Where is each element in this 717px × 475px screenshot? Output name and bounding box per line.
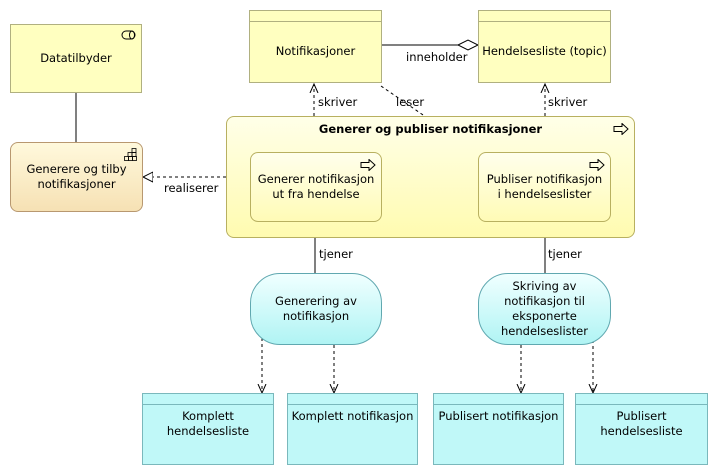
process-arrow-icon: [613, 123, 629, 135]
generere-tilby-label: Generere og tilby notifikasjoner: [26, 162, 127, 191]
skriving-service[interactable]: Skriving av notifikasjon til eksponerte …: [478, 273, 611, 345]
komplett-notifikasjon-element[interactable]: Komplett notifikasjon: [287, 393, 418, 465]
publiser-notifikasjon-label: Publiser notifikasjon i hendelseslister: [486, 172, 603, 201]
header-band: [288, 394, 417, 405]
komplett-hendelsesliste-element[interactable]: Komplett hendelsesliste: [142, 393, 274, 465]
realiserer-label: realiserer: [164, 181, 219, 195]
header-band: [576, 394, 707, 405]
process-arrow-icon: [360, 159, 376, 171]
generer-notifikasjon-process[interactable]: Generer notifikasjon ut fra hendelse: [250, 152, 382, 222]
skriver-left-label: skriver: [318, 95, 358, 109]
header-band: [434, 394, 563, 405]
publisert-notifikasjon-label: Publisert notifikasjon: [438, 409, 559, 423]
role-icon: [121, 30, 136, 40]
aggregation-diamond: [456, 39, 480, 51]
komplett-hendelsesliste-label: Komplett hendelsesliste: [166, 409, 250, 438]
process-arrow-icon: [589, 159, 605, 171]
hendelsesliste-label: Hendelsesliste (topic): [482, 44, 607, 58]
group-title: Generer og publiser notifikasjoner: [318, 122, 543, 136]
notifikasjoner-element[interactable]: Notifikasjoner: [249, 10, 382, 83]
inneholder-label: inneholder: [406, 50, 468, 64]
publisert-notifikasjon-element[interactable]: Publisert notifikasjon: [433, 393, 564, 465]
header-band: [479, 11, 610, 22]
tjener-left-label: tjener: [319, 247, 353, 261]
header-band: [250, 11, 381, 22]
publiser-notifikasjon-process[interactable]: Publiser notifikasjon i hendelseslister: [478, 152, 611, 222]
tjener-right-label: tjener: [548, 247, 582, 261]
datatilbyder-label: Datatilbyder: [40, 51, 112, 65]
komplett-notifikasjon-label: Komplett notifikasjon: [291, 409, 414, 423]
generering-service-label: Generering av notifikasjon: [275, 294, 357, 323]
publisert-hendelsesliste-label: Publisert hendelsesliste: [600, 409, 683, 438]
generer-notifikasjon-label: Generer notifikasjon ut fra hendelse: [257, 172, 375, 201]
hendelsesliste-element[interactable]: Hendelsesliste (topic): [478, 10, 611, 83]
datatilbyder-element[interactable]: Datatilbyder: [10, 24, 142, 93]
generering-service[interactable]: Generering av notifikasjon: [250, 273, 382, 345]
publisert-hendelsesliste-element[interactable]: Publisert hendelsesliste: [575, 393, 708, 465]
skriving-service-label: Skriving av notifikasjon til eksponerte …: [501, 279, 588, 338]
header-band: [143, 394, 273, 405]
notifikasjoner-label: Notifikasjoner: [275, 44, 356, 58]
function-grid-icon: [124, 148, 137, 161]
generere-tilby-element[interactable]: Generere og tilby notifikasjoner: [10, 142, 143, 212]
skriver-right-label: skriver: [548, 95, 588, 109]
leser-label: leser: [396, 95, 425, 109]
